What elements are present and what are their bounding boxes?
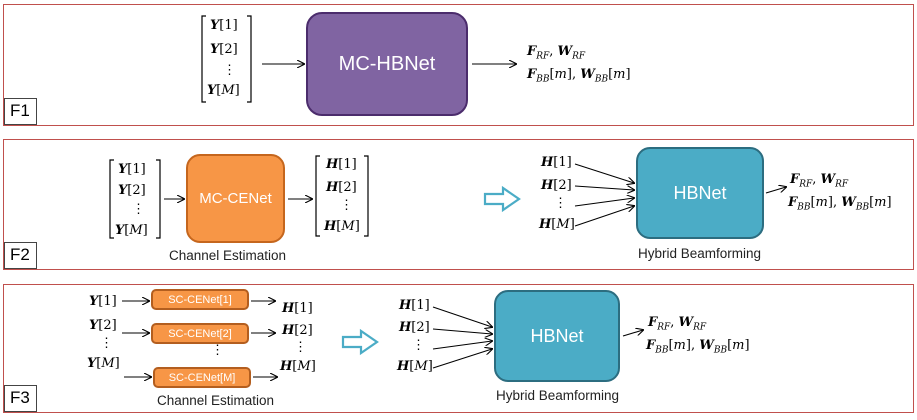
f2-hb-h2: H[2] [541,178,572,193]
hbnet-block-f2: HBNet [636,147,764,239]
f2-transition-arrow [483,185,521,213]
hbnet-block-f3: HBNet [494,290,620,382]
panel-tag-f1: F1 [4,98,37,125]
panel-tag-f2: F2 [4,242,37,269]
mc-hbnet-block: MC-HBNet [306,12,468,116]
f2-output-frf-wrf: FRF, WRF [790,172,849,190]
f3-hb-h2: H[2] [399,320,430,335]
f2-mid-h2: H[2] [326,180,357,195]
f2-mid-h1: H[1] [326,157,357,172]
f3-hb-vdots: ⋮ [412,338,425,353]
output-fbb-wbb: FBB[m], WBB[m] [527,67,631,85]
f2-hb-h1: H[1] [541,155,572,170]
f3-hb-h1: H[1] [399,298,430,313]
f3-mid-h1: H[1] [282,301,313,316]
f3-input-vdots: ⋮ [100,336,113,351]
f3-output-fbb-wbb: FBB[m], WBB[m] [646,338,750,356]
input-y2: Y[2] [210,42,238,57]
panel-tag-f3: F3 [4,385,37,412]
input-yM: Y[M] [207,83,240,98]
f2-mid-vdots: ⋮ [340,198,353,213]
input-y1: Y[1] [210,18,238,33]
f3-mid-hM: H[M] [280,359,316,374]
f3-input-y2: Y[2] [89,318,117,333]
output-frf-wrf: FRF, WRF [527,44,586,62]
f3-mid-vdots: ⋮ [294,340,307,355]
input-vdots: ⋮ [223,63,236,78]
f3-blocks-vdots: ⋮ [211,343,224,358]
f3-output-frf-wrf: FRF, WRF [648,315,707,333]
f3-transition-arrow [341,328,379,356]
sc-cenet-1-block: SC-CENet[1] [151,289,249,310]
channel-estimation-caption-f3: Channel Estimation [157,393,275,408]
f2-input-left-bracket [109,159,114,239]
f2-input-vdots: ⋮ [132,202,145,217]
f2-hb-hM: H[M] [539,217,575,232]
f1-right-bracket [247,15,252,103]
f2-input-yM: Y[M] [115,223,148,238]
sc-cenet-M-block: SC-CENet[M] [153,367,251,388]
f2-input-y1: Y[1] [118,162,146,177]
f3-hb-hM: H[M] [397,359,433,374]
f2-input-y2: Y[2] [118,183,146,198]
f3-input-yM: Y[M] [87,356,120,371]
sc-cenet-2-block: SC-CENet[2] [151,323,249,344]
f2-input-right-bracket [156,159,161,239]
hybrid-beamforming-caption-f3: Hybrid Beamforming [496,388,620,403]
f2-mid-right-bracket [364,155,369,237]
f2-mid-left-bracket [315,155,320,237]
f2-output-fbb-wbb: FBB[m], WBB[m] [788,195,892,213]
f2-hb-vdots: ⋮ [554,196,567,211]
hybrid-beamforming-caption-f2: Hybrid Beamforming [638,246,762,261]
f1-left-bracket [201,15,206,103]
f3-input-y1: Y[1] [89,294,117,309]
channel-estimation-caption-f2: Channel Estimation [169,248,287,263]
mc-cenet-block: MC-CENet [186,154,285,243]
f2-mid-hM: H[M] [324,219,360,234]
f2-hbnet-arrow-out [765,187,786,194]
f3-mid-h2: H[2] [282,323,313,338]
f3-hbnet-arrow-out [622,330,643,337]
